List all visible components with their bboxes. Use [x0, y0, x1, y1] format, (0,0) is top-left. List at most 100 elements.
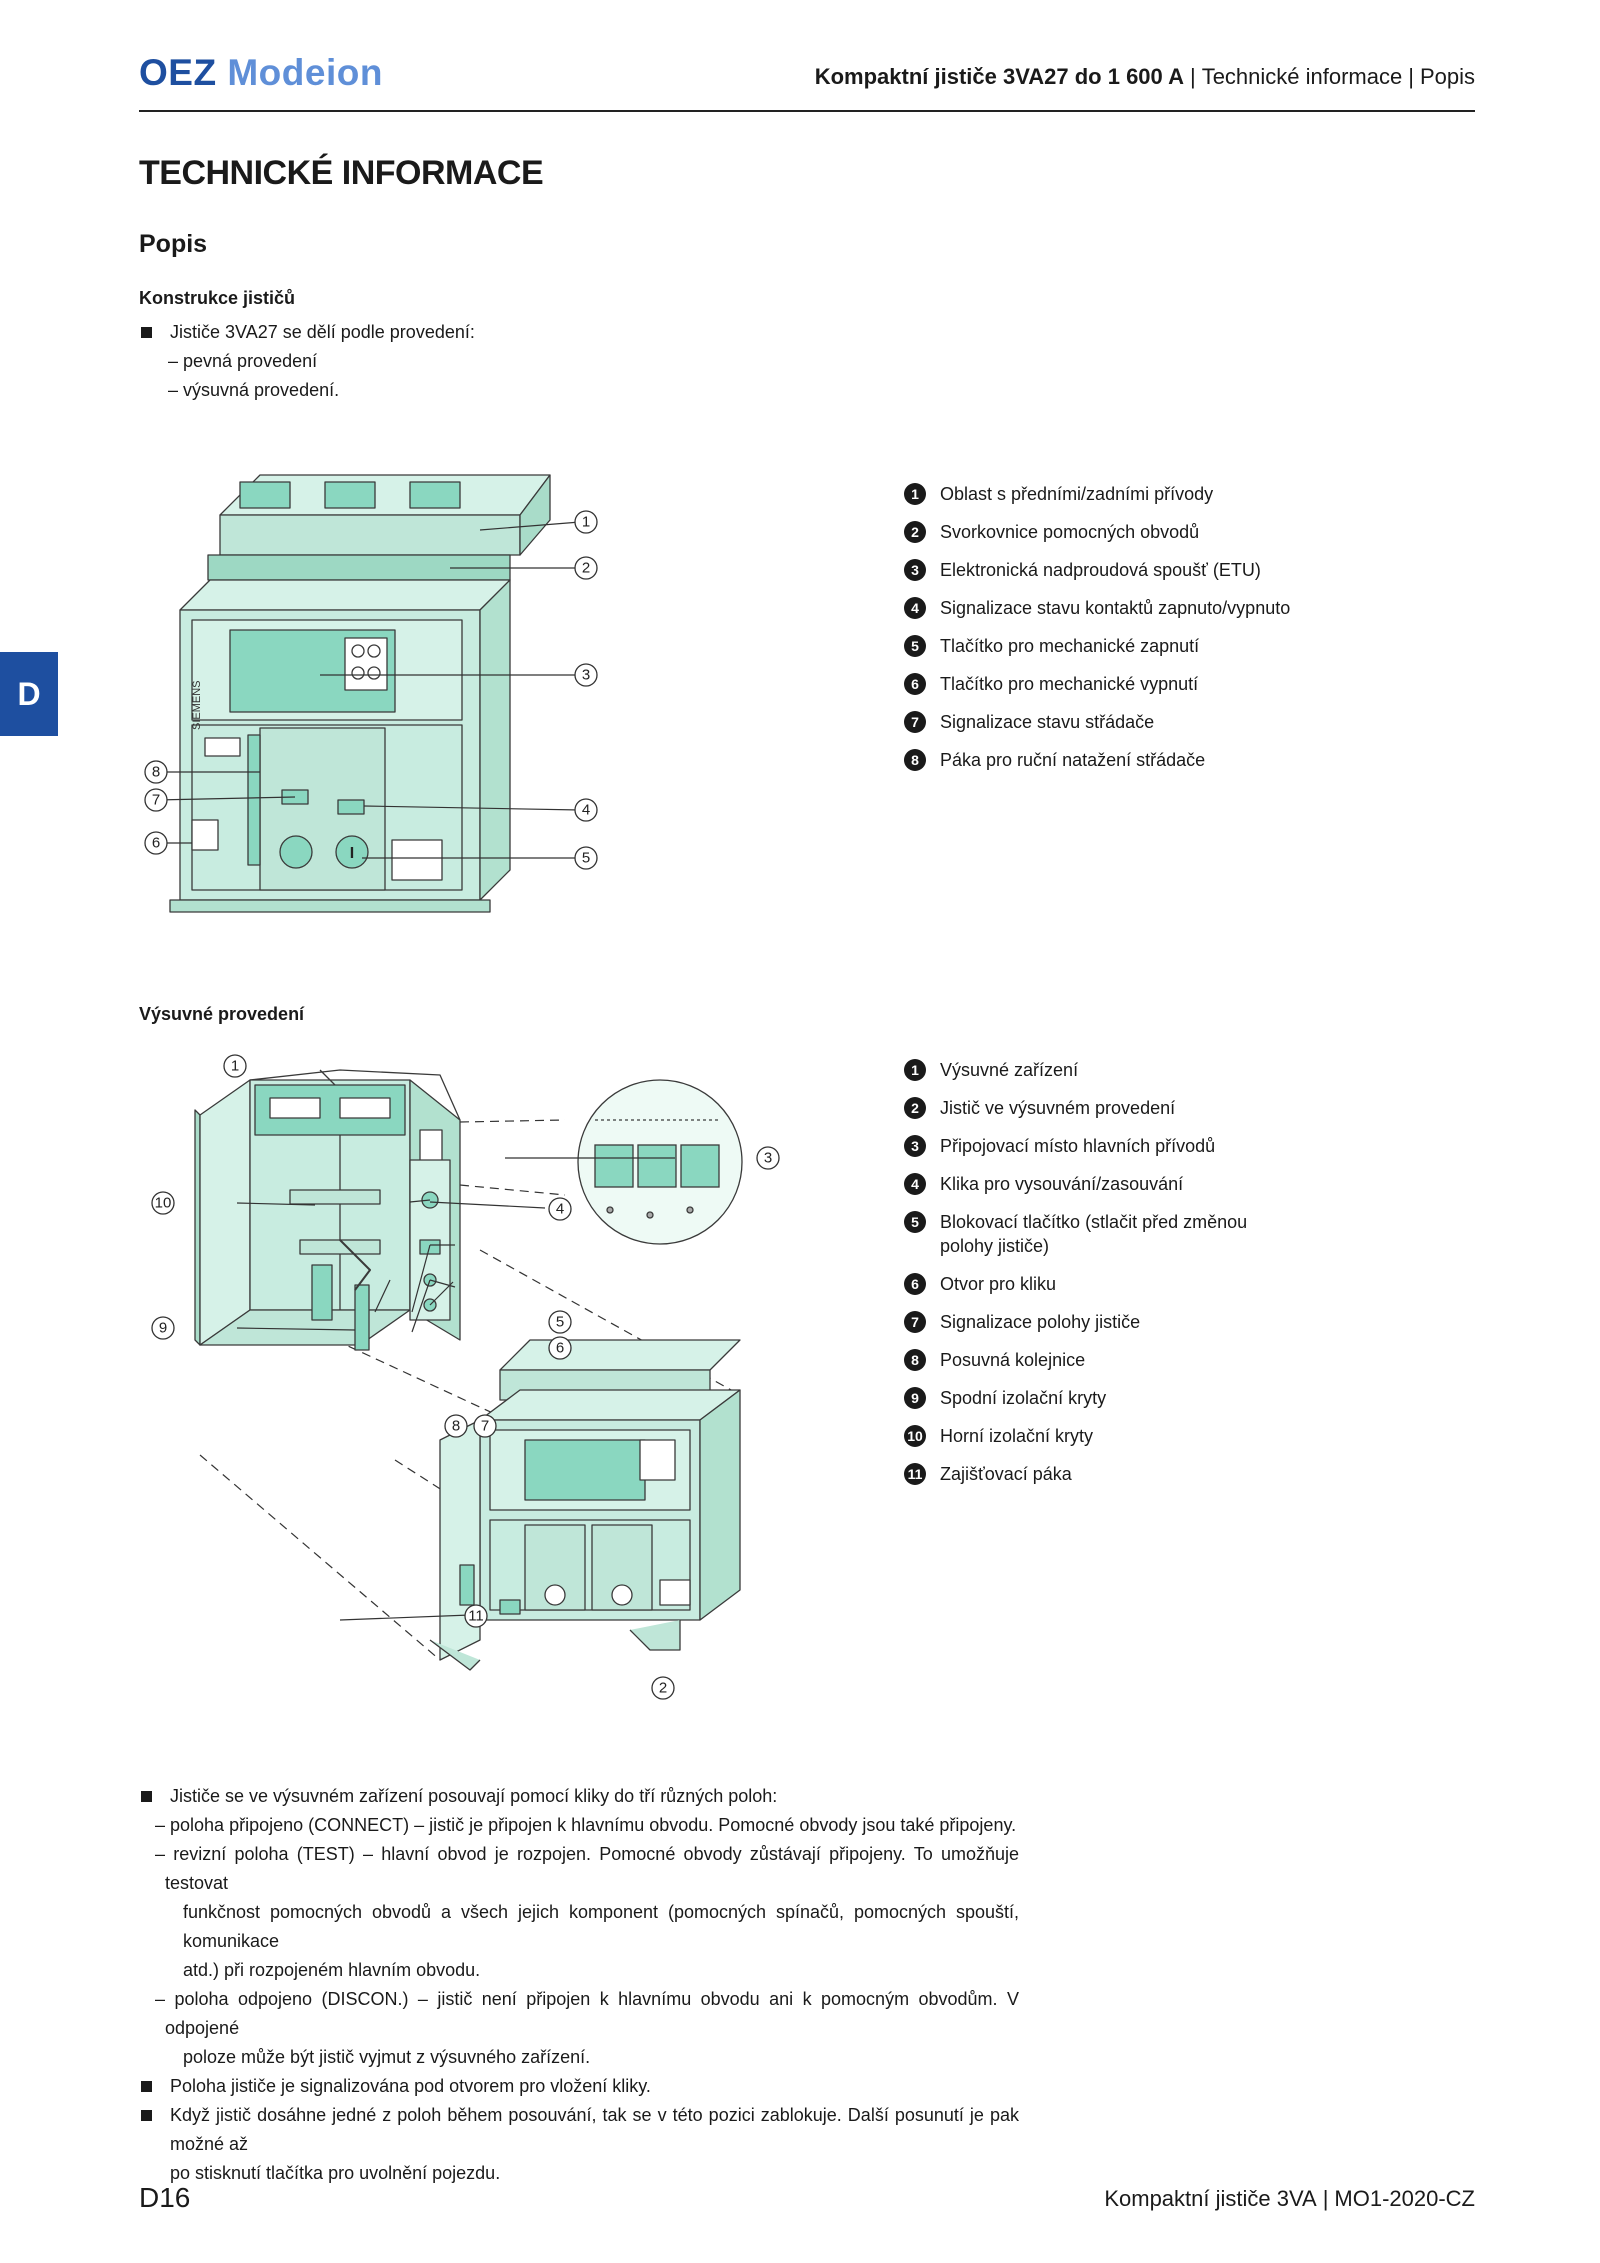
callout-4: 4: [582, 802, 590, 819]
footer-doc-info: Kompaktní jističe 3VA|MO1-2020-CZ: [1104, 2186, 1475, 2211]
footer-doc: Kompaktní jističe 3VA: [1104, 2186, 1317, 2211]
legend-number: 2: [904, 521, 926, 543]
legend-number: 7: [904, 1311, 926, 1333]
legend-text: Otvor pro kliku: [940, 1274, 1057, 1294]
legend-number: 5: [904, 635, 926, 657]
legend-item: 1 Oblast s předními/zadními přívody: [904, 482, 1290, 506]
legend-number: 11: [904, 1463, 926, 1485]
fixed-breaker-illustration: SIEMENS I 1 2 3 4 5 6 7 8: [144, 474, 598, 913]
legend-number: 1: [904, 483, 926, 505]
oez-modeion-logo: OEZ Modeion: [139, 52, 383, 94]
legend-number: 2: [904, 1097, 926, 1119]
legend-number: 6: [904, 1273, 926, 1295]
list-subitem: – výsuvná provedení.: [168, 380, 340, 400]
callout-8: 8: [152, 764, 160, 781]
callout-3: 3: [582, 667, 590, 684]
legend-text: Výsuvné zařízení: [940, 1060, 1079, 1080]
header-doc-title: Kompaktní jističe 3VA27 do 1 600 A: [814, 64, 1184, 89]
legend-text: Klika pro vysouvání/zasouvání: [940, 1174, 1184, 1194]
legend-text: Elektronická nadproudová spoušť (ETU): [940, 560, 1261, 580]
legend-text: Signalizace stavu kontaktů zapnuto/vypnu…: [940, 598, 1291, 618]
legend-item: 5 Blokovací tlačítko (stlačit před změnou…: [904, 1210, 1304, 1258]
legend-item: 6 Tlačítko pro mechanické vypnutí: [904, 672, 1290, 696]
legend-text: Zajišťovací páka: [940, 1464, 1072, 1484]
legend-item: 3 Elektronická nadproudová spoušť (ETU): [904, 558, 1290, 582]
header-subsection: Popis: [1419, 64, 1475, 89]
legend-text: Posuvná kolejnice: [940, 1350, 1086, 1370]
legend-text: Blokovací tlačítko (stlačit před změnou …: [940, 1212, 1248, 1256]
callout-6: 6: [556, 1340, 564, 1357]
list-item: Jističe 3VA27 se dělí podle provedení:: [139, 318, 475, 347]
legend-text: Signalizace stavu střádače: [940, 712, 1155, 732]
list-subitem: – poloha připojeno (CONNECT) – jistič je…: [155, 1815, 1017, 1835]
legend-text: Tlačítko pro mechanické vypnutí: [940, 674, 1199, 694]
legend-text: Svorkovnice pomocných obvodů: [940, 522, 1200, 542]
header-breadcrumb: Kompaktní jističe 3VA27 do 1 600 A|Techn…: [814, 64, 1475, 89]
callout-5: 5: [582, 850, 590, 867]
callout-7: 7: [152, 792, 160, 809]
list-item: Poloha jističe je signalizována pod otvo…: [139, 2072, 1019, 2101]
legend-text: Oblast s předními/zadními přívody: [940, 484, 1214, 504]
legend-text: Spodní izolační kryty: [940, 1388, 1107, 1408]
list-subitem-cont: funkčnost pomocných obvodů a všech jejic…: [183, 1902, 1019, 1951]
callout-11: 11: [468, 1608, 484, 1625]
callout-3: 3: [764, 1150, 772, 1167]
withdrawable-breaker-illustration: 1 2 3 4 5 6 7 8 9 10 11: [151, 1054, 780, 1700]
list-item: Jističe se ve výsuvném zařízení posouvaj…: [139, 1782, 1019, 1811]
callout-9: 9: [159, 1320, 167, 1337]
legend-item: 9 Spodní izolační kryty: [904, 1386, 1304, 1410]
list-subitem-cont: atd.) při rozpojeném hlavním obvodu.: [183, 1960, 481, 1980]
callout-2: 2: [659, 1680, 667, 1697]
legend-item: 2 Jistič ve výsuvném provedení: [904, 1096, 1304, 1120]
legend-item: 6 Otvor pro kliku: [904, 1272, 1304, 1296]
footer-code: MO1-2020-CZ: [1334, 2186, 1475, 2211]
list-subitem: – pevná provedení: [168, 351, 318, 371]
legend-item: 11 Zajišťovací páka: [904, 1462, 1304, 1486]
fixed-breaker-legend: 1 Oblast s předními/zadními přívody 2 Svor…: [904, 482, 1290, 772]
page-header: OEZ Modeion Kompaktní jističe 3VA27 do 1…: [139, 52, 1475, 112]
legend-item: 3 Připojovací místo hlavních přívodů: [904, 1134, 1304, 1158]
logo-oez: OEZ: [139, 52, 217, 93]
header-section: Technické informace: [1201, 64, 1403, 89]
chapter-tab: D: [0, 652, 58, 736]
legend-item: 4 Klika pro vysouvání/zasouvání: [904, 1172, 1304, 1196]
list-subitem: – poloha odpojeno (DISCON.) – jistič nen…: [155, 1989, 1019, 2038]
construction-list: Jističe 3VA27 se dělí podle provedení: –…: [139, 318, 475, 405]
legend-number: 9: [904, 1387, 926, 1409]
callout-5: 5: [556, 1314, 564, 1331]
on-symbol: I: [350, 845, 354, 862]
list-subitem: – revizní poloha (TEST) – hlavní obvod j…: [155, 1844, 1019, 1893]
callout-2: 2: [582, 560, 590, 577]
legend-number: 5: [904, 1211, 926, 1233]
legend-item: 8 Posuvná kolejnice: [904, 1348, 1304, 1372]
callout-1: 1: [582, 514, 590, 531]
legend-text: Páka pro ruční natažení střádače: [940, 750, 1206, 770]
legend-number: 8: [904, 749, 926, 771]
legend-text: Horní izolační kryty: [940, 1426, 1094, 1446]
section-title: Popis: [139, 230, 208, 258]
callout-7: 7: [481, 1418, 489, 1435]
legend-number: 3: [904, 1135, 926, 1157]
legend-number: 6: [904, 673, 926, 695]
legend-text: Tlačítko pro mechanické zapnutí: [940, 636, 1200, 656]
list-subitem-cont: poloze může být jistič vyjmut z výsuvnéh…: [183, 2047, 591, 2067]
callout-4: 4: [556, 1201, 564, 1218]
legend-text: Připojovací místo hlavních přívodů: [940, 1136, 1216, 1156]
page-title: TECHNICKÉ INFORMACE: [139, 154, 544, 192]
list-item-cont: po stisknutí tlačítka pro uvolnění pojez…: [170, 2163, 501, 2183]
legend-item: 8 Páka pro ruční natažení střádače: [904, 748, 1290, 772]
legend-text: Jistič ve výsuvném provedení: [940, 1098, 1176, 1118]
callout-1: 1: [231, 1058, 239, 1075]
legend-number: 8: [904, 1349, 926, 1371]
legend-number: 3: [904, 559, 926, 581]
legend-number: 4: [904, 1173, 926, 1195]
withdrawable-heading: Výsuvné provedení: [139, 1004, 305, 1024]
list-item: Když jistič dosáhne jedné z poloh během …: [139, 2101, 1019, 2159]
callout-6: 6: [152, 835, 160, 852]
